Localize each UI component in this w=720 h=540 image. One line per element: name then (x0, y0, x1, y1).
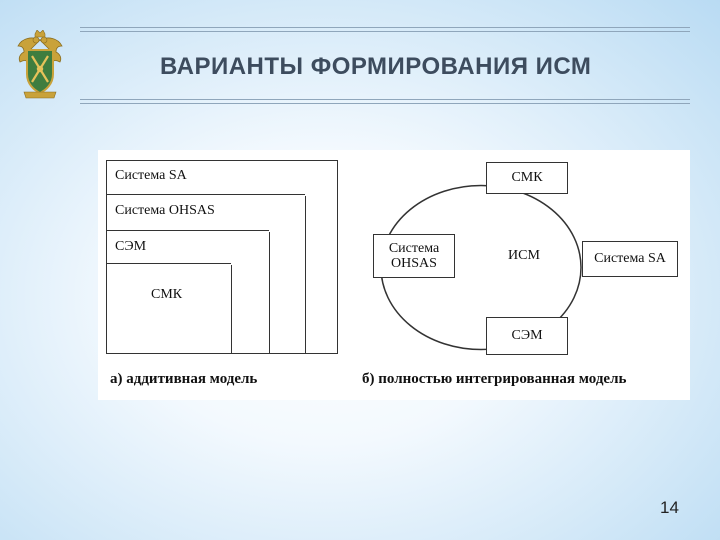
layer-system-ohsas-divider (107, 230, 269, 231)
node-left-ohsas: Система OHSAS (373, 234, 455, 278)
node-bottom-sem: СЭМ (486, 317, 568, 355)
layer-sem-label: СЭМ (115, 239, 147, 254)
layer-smk: СМК (106, 265, 232, 354)
header-rule-top-2 (80, 31, 690, 32)
page-title: ВАРИАНТЫ ФОРМИРОВАНИЯ ИСМ (160, 53, 592, 80)
caption-integrated-model: б) полностью интегрированная модель (362, 371, 627, 387)
header-rule-top-1 (80, 27, 690, 28)
layer-system-ohsas-label: Система OHSAS (115, 203, 215, 218)
page-number: 14 (660, 498, 679, 517)
node-top-smk: СМК (486, 162, 568, 194)
layer-system-sa-divider (107, 194, 305, 195)
layer-smk-label: СМК (151, 287, 183, 302)
caption-additive-model: а) аддитивная модель (110, 371, 258, 387)
layer-sem-divider (107, 263, 231, 264)
node-right-sa: Система SA (582, 241, 678, 277)
header-rule-bottom-2 (80, 103, 690, 104)
node-center-ism: ИСМ (508, 248, 540, 264)
diagram-panel: Система SA Система OHSAS СЭМ СМК ИСМ СМК… (98, 150, 690, 400)
emblem-logo (14, 29, 66, 100)
header-rule-bottom-1 (80, 99, 690, 100)
layer-system-sa-label: Система SA (115, 168, 187, 183)
